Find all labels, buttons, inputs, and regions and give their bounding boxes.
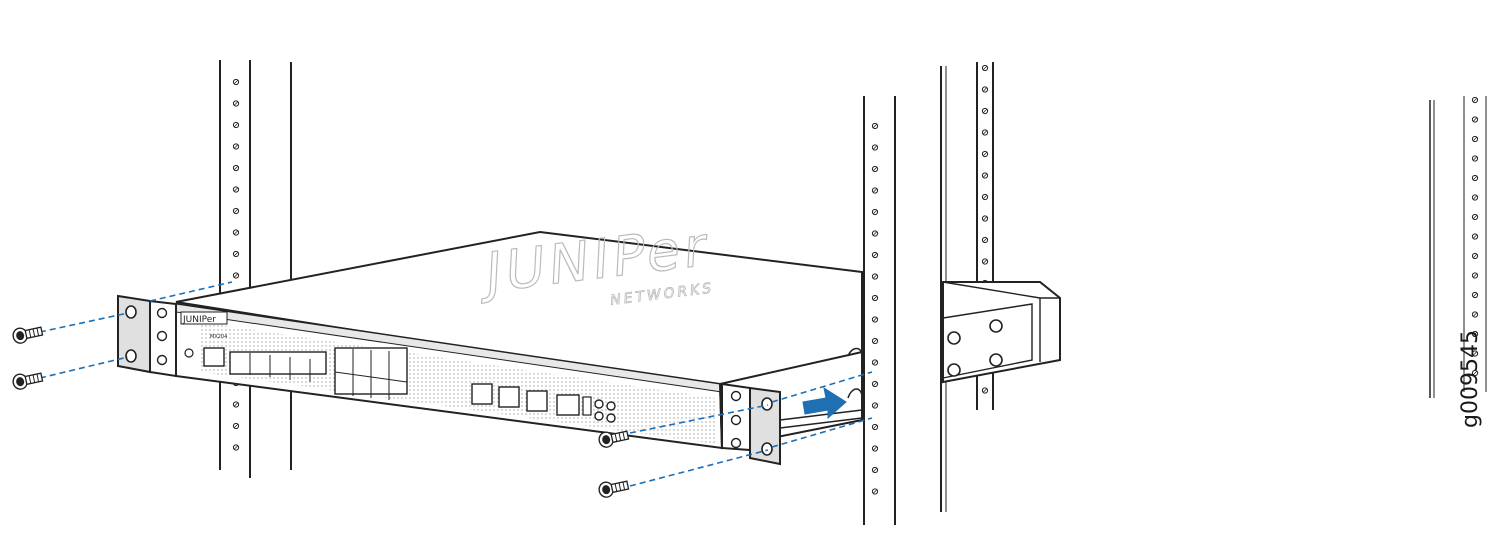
rail-hole — [232, 143, 240, 150]
mounting-bracket-left — [117, 294, 177, 378]
rail-hole — [871, 273, 879, 280]
rail-hole — [871, 187, 879, 194]
rail-hole — [871, 337, 879, 345]
rail-hole — [871, 208, 879, 216]
front-panel-model: MX204 — [210, 334, 227, 340]
rail-hole — [871, 230, 879, 237]
screw-right-lower — [597, 477, 630, 500]
rail-hole — [1471, 252, 1479, 260]
rail-hole — [981, 236, 989, 244]
rack-side-view — [940, 62, 1061, 512]
screw-left-upper — [11, 323, 44, 346]
screw-guide-lines — [39, 281, 873, 487]
rail-hole — [232, 444, 240, 451]
rail-hole — [981, 107, 989, 115]
rail-hole — [1471, 311, 1479, 318]
rail-hole — [1471, 174, 1479, 182]
rail-hole — [232, 401, 240, 408]
figure-id-label: g009545 — [1458, 330, 1483, 428]
rail-hole — [871, 359, 879, 366]
rail-hole — [871, 251, 879, 259]
insertion-arrow-icon — [802, 386, 847, 420]
rail-hole — [871, 380, 879, 388]
rail-hole — [232, 100, 240, 107]
rail-hole — [871, 316, 879, 323]
rail-hole — [232, 272, 240, 279]
rail-hole — [981, 172, 989, 179]
mounting-bracket-right — [721, 382, 781, 466]
rail-hole — [1471, 135, 1479, 143]
rail-hole — [1471, 194, 1479, 201]
rail-hole — [981, 64, 989, 72]
rail-hole — [232, 164, 240, 172]
rail-hole — [981, 129, 989, 136]
rail-hole — [232, 229, 240, 236]
front-panel-logo: JUNIPer — [182, 315, 216, 325]
rail-hole — [871, 423, 879, 431]
rail-hole — [871, 294, 879, 302]
rail-hole — [981, 193, 989, 201]
rail-hole — [1471, 291, 1479, 299]
rail-hole — [1471, 155, 1479, 162]
rack-rail-left — [219, 60, 292, 478]
rail-hole — [1471, 116, 1479, 123]
rail-hole — [871, 144, 879, 151]
rail-hole — [232, 78, 240, 86]
rail-hole — [871, 165, 879, 173]
rail-hole — [981, 215, 989, 222]
rail-hole — [871, 466, 879, 474]
rail-hole — [871, 445, 879, 452]
rack-rail-left-holes — [232, 78, 240, 451]
rail-hole — [871, 122, 879, 130]
rail-hole — [871, 488, 879, 495]
rail-hole — [981, 387, 989, 394]
rail-hole — [232, 186, 240, 193]
rail-hole — [1471, 96, 1479, 104]
rack-rail-far-right — [1429, 96, 1487, 398]
rack-rail-center — [863, 96, 896, 525]
rail-hole — [871, 402, 879, 409]
rail-hole — [1471, 233, 1479, 240]
rail-hole — [981, 258, 989, 265]
router-chassis: JUNIPer NETWORKS JUNIPer MX204 — [175, 213, 863, 450]
rail-hole — [232, 250, 240, 258]
rack-rail-center-holes — [871, 122, 879, 495]
rail-hole — [1471, 213, 1479, 221]
screw-left-lower — [11, 369, 44, 392]
rail-hole — [981, 86, 989, 93]
rear-rail-ears — [779, 347, 863, 429]
rail-hole — [232, 121, 240, 129]
rail-hole — [981, 150, 989, 158]
rail-hole — [1471, 272, 1479, 279]
rail-hole — [232, 207, 240, 215]
rail-hole — [232, 422, 240, 430]
